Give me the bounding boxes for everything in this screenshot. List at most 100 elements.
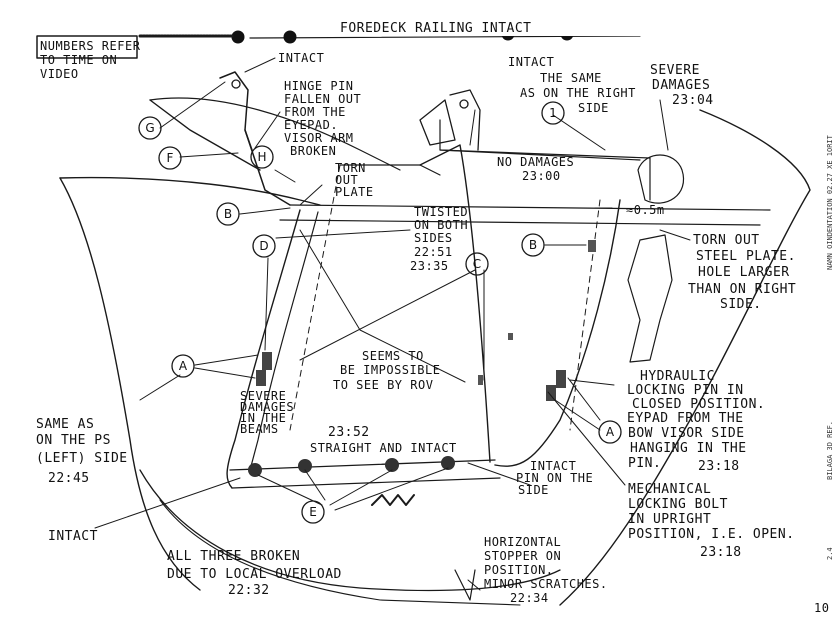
- leader-b1: [239, 207, 291, 215]
- callout-f: F: [158, 146, 182, 170]
- visor-box-mid: [439, 149, 641, 161]
- svg-text:AS ON THE RIGHT: AS ON THE RIGHT: [520, 86, 636, 100]
- ramp-bottom-beam-2: [231, 477, 501, 489]
- damaged-beams: [371, 494, 415, 506]
- svg-text:TO SEE BY ROV: TO SEE BY ROV: [333, 378, 433, 392]
- severe-circle: [637, 154, 685, 204]
- pin-b-right: [588, 240, 596, 252]
- leader-intact-right: [469, 109, 476, 146]
- callout-d: D: [252, 234, 276, 258]
- callout-1-label: 1: [549, 106, 557, 120]
- svg-text:DAMAGES: DAMAGES: [240, 400, 294, 414]
- leader-severe: [659, 99, 669, 151]
- svg-text:THAN ON RIGHT: THAN ON RIGHT: [688, 282, 796, 297]
- callout-b1-label: B: [224, 207, 232, 221]
- callout-e-label: E: [309, 505, 317, 519]
- svg-text:OUT: OUT: [335, 173, 358, 187]
- leader-same: [139, 374, 181, 401]
- ramp-bottom-beam: [229, 459, 496, 471]
- svg-text:DUE TO LOCAL OVERLOAD: DUE TO LOCAL OVERLOAD: [167, 567, 342, 582]
- svg-text:LOCKING BOLT: LOCKING BOLT: [628, 497, 728, 512]
- note-severe-beams: SEVERE DAMAGES IN THE BEAMS: [240, 389, 294, 436]
- ramp-dashed-right: [569, 199, 601, 431]
- leader-h: [274, 169, 296, 183]
- deck-curve: [149, 97, 401, 171]
- leader-mechanical: [547, 391, 626, 486]
- callout-b2-label: B: [529, 238, 537, 252]
- note-intact-pin: INTACT PIN ON THE SIDE: [516, 459, 593, 497]
- visor-top-line: [289, 204, 771, 211]
- legend-box: NUMBERS REFER TO TIME ON VIDEO: [36, 34, 234, 81]
- side-text-2: BILAGA 3D REF.: [826, 421, 834, 480]
- callout-a-left: A: [171, 354, 195, 378]
- leader-e4: [334, 467, 449, 511]
- hull-deck-edge-left: [59, 176, 321, 206]
- svg-text:NO DAMAGES: NO DAMAGES: [497, 155, 574, 169]
- note-same-as: SAME AS ON THE PS (LEFT) SIDE 22:45: [36, 417, 127, 486]
- pin-c-lower: [478, 375, 483, 385]
- svg-text:22:32: 22:32: [228, 583, 270, 598]
- svg-text:VISOR ARM: VISOR ARM: [284, 131, 354, 145]
- note-all-three: ALL THREE BROKEN DUE TO LOCAL OVERLOAD 2…: [167, 549, 342, 598]
- leader-e1: [257, 474, 323, 506]
- note-mechanical: MECHANICAL LOCKING BOLT IN UPRIGHT POSIT…: [628, 482, 795, 560]
- svg-text:BOW VISOR SIDE: BOW VISOR SIDE: [628, 426, 745, 441]
- leader-hinge: [254, 111, 281, 149]
- svg-text:PLATE: PLATE: [335, 185, 374, 199]
- leader-f: [179, 152, 239, 158]
- svg-text:23:00: 23:00: [522, 169, 561, 183]
- svg-text:IN UPRIGHT: IN UPRIGHT: [628, 512, 711, 527]
- svg-text:EYPAD FROM THE: EYPAD FROM THE: [627, 411, 744, 426]
- svg-text:HORIZONTAL: HORIZONTAL: [484, 535, 561, 549]
- visor-box: [439, 119, 651, 201]
- visor-top-line-2: [279, 219, 761, 226]
- note-severe-top: SEVERE DAMAGES 23:04: [650, 63, 713, 108]
- svg-text:BE IMPOSSIBLE: BE IMPOSSIBLE: [340, 363, 440, 377]
- callout-a-right: A: [598, 420, 622, 444]
- legend-line-1: NUMBERS REFER: [40, 39, 141, 53]
- leader-torn: [299, 184, 323, 206]
- svg-text:BROKEN: BROKEN: [290, 144, 336, 158]
- callout-d-label: D: [259, 239, 268, 253]
- bow-lower-curve-2: [159, 499, 521, 606]
- visor-arm-right: [449, 89, 481, 151]
- svg-text:TORN: TORN: [335, 161, 366, 175]
- note-hydraulic: HYDRAULIC LOCKING PIN IN CLOSED POSITION…: [627, 369, 765, 474]
- note-no-damages: NO DAMAGES 23:00: [497, 155, 574, 183]
- leader-d3: [299, 229, 466, 383]
- svg-text:BEAMS: BEAMS: [240, 422, 279, 436]
- lock-bolt: [248, 463, 262, 477]
- callout-e: E: [301, 500, 325, 524]
- hydraulic-pin-right-2: [546, 385, 556, 401]
- hydraulic-pin-left-2: [256, 370, 266, 386]
- svg-text:CLOSED POSITION.: CLOSED POSITION.: [632, 397, 765, 412]
- leader-hydraulic: [569, 379, 615, 386]
- svg-text:SIDE.: SIDE.: [720, 297, 762, 312]
- svg-text:STOPPER ON: STOPPER ON: [484, 549, 561, 563]
- deck-curve-2: [149, 99, 261, 171]
- eyepad-right: [419, 99, 456, 146]
- svg-text:HOLE LARGER: HOLE LARGER: [698, 265, 790, 280]
- svg-text:23:18: 23:18: [698, 459, 740, 474]
- hinge-hole-right: [459, 99, 469, 109]
- legend-line-3: VIDEO: [40, 67, 79, 81]
- callout-1: 1: [541, 101, 565, 125]
- leader-a3: [567, 377, 601, 421]
- svg-text:HYDRAULIC: HYDRAULIC: [640, 369, 715, 384]
- leader-horizontal: [467, 579, 481, 591]
- title-rule: [249, 35, 641, 39]
- svg-text:23:35: 23:35: [410, 259, 449, 273]
- svg-text:POSITION, I.E. OPEN.: POSITION, I.E. OPEN.: [628, 527, 795, 542]
- leader-intact-low: [94, 477, 241, 529]
- note-intact-low: INTACT: [48, 529, 98, 544]
- ramp-center-beam: [419, 144, 491, 463]
- callout-a1-label: A: [179, 359, 188, 373]
- svg-text:HINGE PIN: HINGE PIN: [284, 79, 354, 93]
- svg-text:TWISTED: TWISTED: [414, 205, 468, 219]
- callout-h: H: [250, 145, 274, 169]
- ramp-dashed-left: [289, 164, 341, 431]
- hull-side-right: [559, 109, 811, 606]
- note-torn-plate: TORN OUT PLATE: [335, 161, 374, 199]
- callout-h-label: H: [257, 150, 266, 164]
- callout-b-right: B: [521, 233, 545, 257]
